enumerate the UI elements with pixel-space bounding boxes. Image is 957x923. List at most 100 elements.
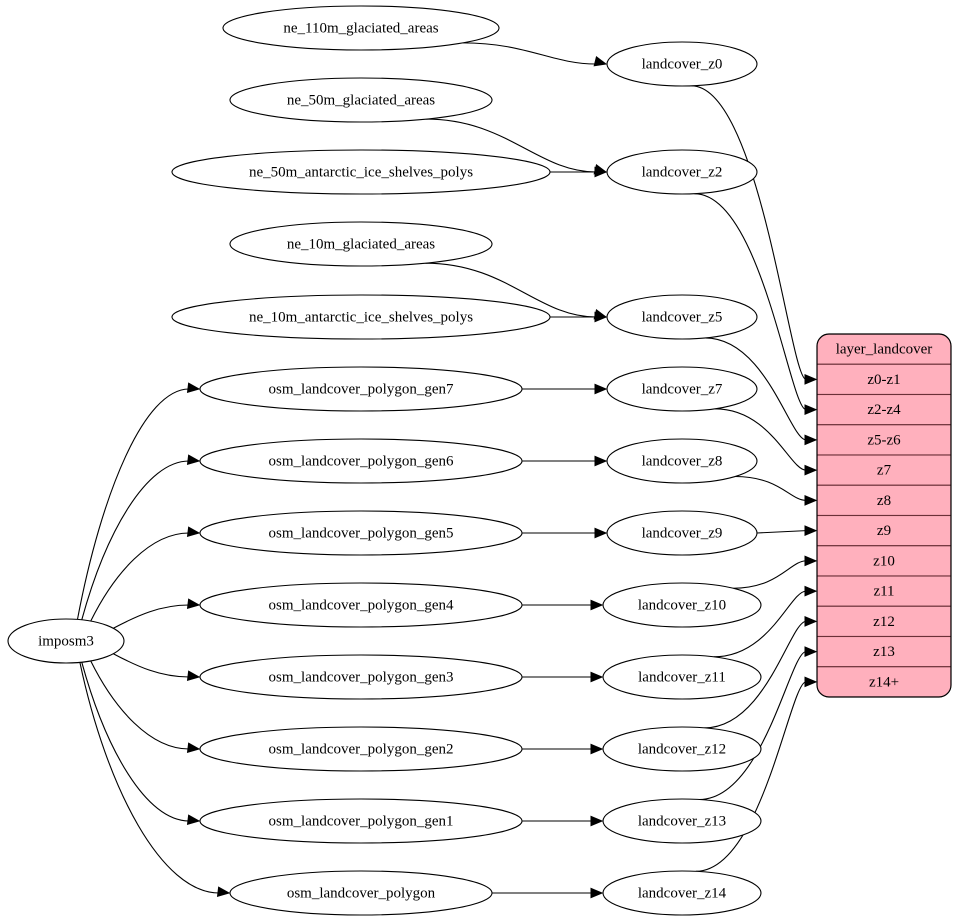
node-label-landcover_z5: landcover_z5 [642,309,723,325]
table-layer_landcover[interactable]: layer_landcoverz0-z1z2-z4z5-z6z7z8z9z10z… [816,333,952,698]
edge-layer [76,42,818,899]
node-osm_landcover_polygon[interactable]: osm_landcover_polygon [229,870,493,916]
node-osm_landcover_polygon_gen7[interactable]: osm_landcover_polygon_gen7 [199,366,523,412]
edge-arrowhead [216,886,231,897]
node-shape-osm_landcover_polygon_gen2 [199,726,523,772]
edge-ne_110m_glaciated_areas-to-landcover_z0 [462,42,597,65]
edge-arrowhead [186,814,201,825]
edge-arrowhead [804,404,818,415]
node-ne_50m_antarctic_ice_shelves_polys[interactable]: ne_50m_antarctic_ice_shelves_polys [171,149,551,195]
node-landcover_z11[interactable]: landcover_z11 [602,654,762,700]
node-landcover_z12[interactable]: landcover_z12 [602,726,762,772]
edge-arrowhead [804,525,818,536]
edge-arrowhead [804,616,818,627]
edge-arrowhead [590,887,604,899]
table-row-z2-z4[interactable] [817,393,951,426]
edge-imposm3-to-osm_landcover_polygon_gen1 [81,662,190,822]
node-osm_landcover_polygon_gen6[interactable]: osm_landcover_polygon_gen6 [199,438,523,484]
node-shape-osm_landcover_polygon_gen6 [199,438,523,484]
node-imposm3[interactable]: imposm3 [7,618,125,664]
edge-arrowhead [804,374,818,385]
edge-imposm3-to-osm_landcover_polygon_gen2 [90,660,190,750]
table-cell-label-z10: z10 [873,553,895,569]
edge-arrowhead [186,382,201,393]
node-osm_landcover_polygon_gen4[interactable]: osm_landcover_polygon_gen4 [199,582,523,628]
edge-landcover_z12-to-z12 [704,620,807,729]
node-ne_10m_antarctic_ice_shelves_polys[interactable]: ne_10m_antarctic_ice_shelves_polys [171,294,551,340]
node-landcover_z7[interactable]: landcover_z7 [606,366,758,412]
node-landcover_z13[interactable]: landcover_z13 [602,798,762,844]
table-cell-label-z7: z7 [877,463,892,479]
node-osm_landcover_polygon_gen2[interactable]: osm_landcover_polygon_gen2 [199,726,523,772]
edge-landcover_z5-to-z5-z6 [705,337,807,441]
edge-arrowhead [594,455,608,467]
edge-landcover_z0-to-z0-z1 [691,85,807,380]
edge-arrowhead [804,464,818,476]
edge-landcover_z13-to-z13 [699,651,807,801]
node-ne_110m_glaciated_areas[interactable]: ne_110m_glaciated_areas [222,5,500,51]
table-row-z0-z1[interactable] [817,363,951,396]
table-row-z8[interactable] [817,484,951,517]
edge-arrowhead [590,599,604,611]
node-landcover_z2[interactable]: landcover_z2 [606,149,758,195]
edge-landcover_z8-to-z8 [735,475,807,501]
table-row-z13[interactable] [817,635,951,668]
node-layer: imposm3 ne_110m_glaciated_areas ne_50m_gla… [7,5,762,916]
node-landcover_z14[interactable]: landcover_z14 [602,870,762,916]
table-cell-label-z2-z4: z2-z4 [867,402,901,418]
node-landcover_z5[interactable]: landcover_z5 [606,294,758,340]
edge-arrowhead [804,495,818,506]
node-label-ne_50m_antarctic_ice_shelves_polys: ne_50m_antarctic_ice_shelves_polys [249,164,473,180]
edge-arrowhead [804,555,818,567]
node-osm_landcover_polygon_gen3[interactable]: osm_landcover_polygon_gen3 [199,654,523,700]
node-osm_landcover_polygon_gen1[interactable]: osm_landcover_polygon_gen1 [199,798,523,844]
node-ne_50m_glaciated_areas[interactable]: ne_50m_glaciated_areas [229,77,493,123]
edge-arrowhead [593,56,608,67]
edge-imposm3-to-osm_landcover_polygon_gen3 [113,653,190,678]
table-row-z12[interactable] [817,605,951,638]
table-cell-label-z8: z8 [877,493,891,509]
edge-landcover_z10-to-z10 [733,560,807,589]
edge-landcover_z2-to-z2-z4 [694,193,807,411]
node-landcover_z10[interactable]: landcover_z10 [602,582,762,628]
table-cell-label-z0-z1: z0-z1 [867,372,900,388]
edge-imposm3-to-osm_landcover_polygon_gen5 [90,532,190,622]
node-label-osm_landcover_polygon: osm_landcover_polygon [287,885,436,901]
table-row-z10[interactable] [817,545,951,577]
edge-arrowhead [594,383,608,395]
edge-arrowhead [186,742,201,753]
node-shape-osm_landcover_polygon_gen5 [199,510,523,556]
edge-arrowhead [594,311,608,323]
node-label-landcover_z2: landcover_z2 [642,164,723,180]
edge-imposm3-to-osm_landcover_polygon_gen4 [113,604,190,629]
node-shape-landcover_z12 [602,726,762,772]
table-cell-label-z14+: z14+ [869,674,899,690]
node-osm_landcover_polygon_gen5[interactable]: osm_landcover_polygon_gen5 [199,510,523,556]
node-shape-imposm3 [7,618,125,664]
node-label-landcover_z13: landcover_z13 [638,813,726,829]
edge-imposm3-to-osm_landcover_polygon_gen6 [81,460,190,620]
edge-arrowhead [804,646,818,657]
node-ne_10m_glaciated_areas[interactable]: ne_10m_glaciated_areas [229,221,493,267]
edge-arrowhead [594,166,608,178]
node-shape-ne_10m_glaciated_areas [229,221,493,267]
edge-arrowhead [804,585,818,597]
node-label-osm_landcover_polygon_gen7: osm_landcover_polygon_gen7 [269,381,454,397]
node-landcover_z9[interactable]: landcover_z9 [606,510,758,556]
node-label-ne_10m_glaciated_areas: ne_10m_glaciated_areas [287,236,435,252]
node-shape-landcover_z10 [602,582,762,628]
edge-arrowhead [804,676,818,688]
edge-arrowhead [594,527,608,539]
node-landcover_z0[interactable]: landcover_z0 [606,41,758,87]
table-outline [816,333,952,698]
edge-landcover_z7-to-z7 [714,408,807,471]
node-label-landcover_z10: landcover_z10 [638,597,726,613]
node-shape-landcover_z8 [606,438,758,484]
table-cell-label-header: layer_landcover [836,342,933,358]
node-shape-osm_landcover_polygon [229,870,493,916]
node-shape-landcover_z7 [606,366,758,412]
node-landcover_z8[interactable]: landcover_z8 [606,438,758,484]
table-row-z14+[interactable] [817,666,951,697]
edge-imposm3-to-osm_landcover_polygon_gen7 [76,388,190,620]
